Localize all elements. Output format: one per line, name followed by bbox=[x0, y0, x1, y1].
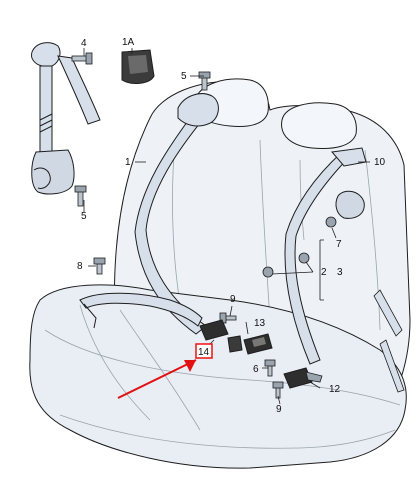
belt-left-strap bbox=[134, 117, 207, 335]
callout-10: 10 bbox=[374, 157, 386, 168]
bolt-6 bbox=[264, 359, 276, 377]
belt-guide-upper bbox=[177, 93, 219, 127]
bolt-5-lower bbox=[74, 185, 87, 207]
callout-5-upper: 5 bbox=[181, 71, 187, 82]
callout-9-lower: 9 bbox=[276, 404, 282, 415]
belt-upper-strap bbox=[39, 65, 53, 155]
bolt-4 bbox=[71, 52, 93, 65]
callout-12: 12 bbox=[329, 384, 341, 395]
callout-14: 14 bbox=[198, 347, 210, 358]
bolt-8 bbox=[93, 257, 106, 275]
retractor-right bbox=[335, 190, 365, 219]
callout-13: 13 bbox=[254, 318, 266, 329]
callout-1: 1 bbox=[125, 157, 131, 168]
belt-right-strap bbox=[284, 149, 358, 365]
bolt-7 bbox=[325, 216, 337, 228]
buckle-latch bbox=[227, 335, 243, 353]
callout-8: 8 bbox=[77, 261, 83, 272]
callout-2: 2 bbox=[321, 267, 327, 278]
retractor-left bbox=[31, 149, 75, 195]
bolt-5-upper bbox=[198, 71, 211, 91]
belt-left-lap bbox=[79, 292, 203, 327]
belt-upper-anchor bbox=[31, 42, 61, 67]
highlight-arrow bbox=[117, 359, 197, 399]
callout-1a: 1A bbox=[122, 37, 135, 48]
callout-3: 3 bbox=[337, 267, 343, 278]
callout-6: 6 bbox=[253, 364, 259, 375]
seat-cushion bbox=[29, 284, 407, 469]
fastener-2a bbox=[298, 252, 310, 264]
buckle-left bbox=[199, 319, 229, 341]
callout-5-lower: 5 bbox=[81, 211, 87, 222]
highlight-arrowhead bbox=[184, 360, 196, 372]
headrest-right bbox=[281, 102, 357, 149]
callout-7: 7 bbox=[336, 239, 342, 250]
callout-4: 4 bbox=[81, 38, 87, 49]
callout-14-box bbox=[195, 343, 213, 359]
belt-upper-diagonal bbox=[57, 55, 101, 125]
bolt-9-lower bbox=[272, 381, 284, 399]
callout-9-upper: 9 bbox=[230, 294, 236, 305]
fastener-2b bbox=[262, 266, 274, 278]
buckle-12 bbox=[283, 367, 313, 389]
